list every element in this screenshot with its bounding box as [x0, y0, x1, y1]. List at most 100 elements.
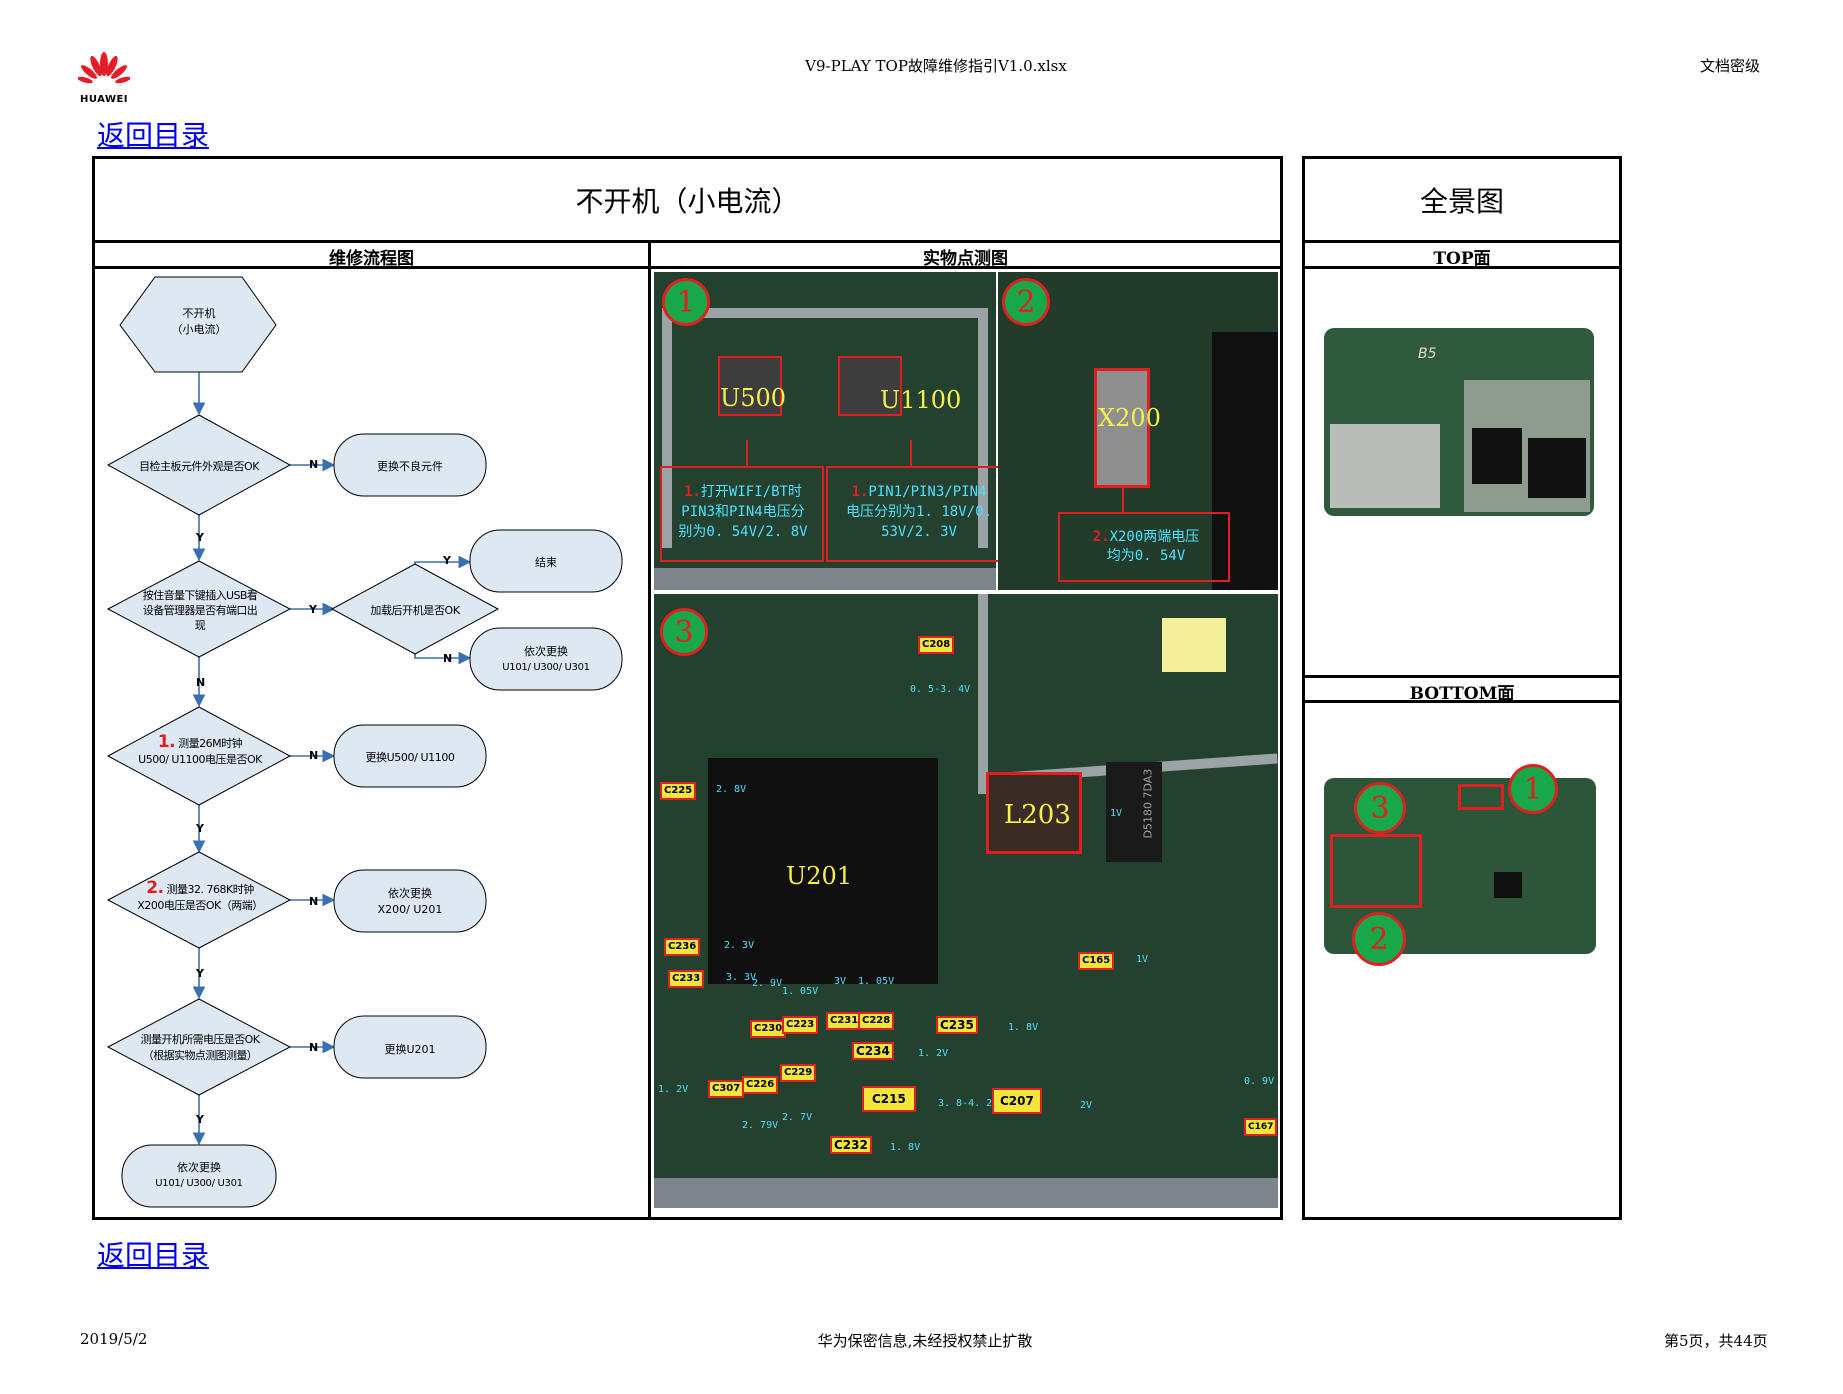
flow-a3-text: 依次更换 U101/ U300/ U301 [470, 644, 622, 676]
voltage-c228: 1. 05V [858, 976, 895, 987]
flow-q5-line2: X200电压是否OK（两端） [137, 899, 263, 912]
back-to-toc-link-bottom[interactable]: 返回目录 [97, 1239, 210, 1272]
ic-u201 [708, 758, 938, 984]
divider [648, 240, 651, 1220]
flow-a4-text: 更换U500/ U1100 [365, 751, 455, 764]
pcb-photo-2 [998, 272, 1278, 590]
component-label-c235: C235 [936, 1016, 978, 1034]
flow-label-y: Y [196, 967, 204, 980]
flow-end-node [469, 529, 623, 593]
component-label-c307: C307 [708, 1080, 745, 1098]
component-label-c207: C207 [992, 1088, 1042, 1114]
shield-frame [662, 308, 988, 548]
bottom-marker-1: 1 [1508, 764, 1558, 814]
pcb-photo-3 [654, 594, 1278, 1208]
note-2-line1: PIN1/PIN3/PIN4 [868, 484, 987, 500]
flow-process-5 [333, 869, 487, 933]
pcb-photo-1 [654, 272, 996, 590]
flow-process-6 [333, 1015, 487, 1079]
top-board-photo: B5 [1324, 328, 1594, 516]
voltage-c215: 3. 8-4. 2V [938, 1098, 999, 1109]
shield-bar [654, 568, 996, 590]
component-label-c225: C225 [660, 782, 697, 800]
bottom-board-region [1458, 784, 1504, 810]
voltage-c226: 2. 79V [742, 1120, 779, 1131]
voltage-c234: 1. 2V [918, 1048, 949, 1059]
voltage-c165: 1V [1136, 954, 1149, 965]
flow-q2-line1: 按住音量下键插入USB看 [142, 589, 258, 602]
flow-q5-line1: 测量32. 768K时钟 [166, 883, 255, 896]
chip-u500 [718, 356, 782, 416]
bottom-marker-3: 3 [1354, 782, 1406, 834]
top-board-chip [1528, 438, 1586, 498]
photo-header: 实物点测图 [923, 249, 1008, 269]
note-1-text: 1.打开WIFI/BT时 PIN3和PIN4电压分 别为0. 54V/2. 8V [664, 482, 822, 542]
component-label-c226: C226 [742, 1076, 779, 1094]
flow-q3-text: 加载后开机是否OK [370, 604, 460, 617]
component-label-c165: C165 [1078, 952, 1115, 970]
flow-label-y: Y [443, 554, 451, 567]
d5180-chip-text: D5180 7DA3 [1141, 768, 1155, 839]
flow-q2-line3: 现 [194, 619, 206, 632]
flow-decision-3 [330, 563, 500, 655]
flow-q4-line1: 测量26M时钟 [178, 737, 243, 750]
crystal-x200 [1094, 368, 1150, 488]
back-to-toc-link-top[interactable]: 返回目录 [97, 119, 210, 152]
ic-d5180 [1106, 762, 1162, 862]
component-label-c236: C236 [664, 938, 701, 956]
flow-q6-text: 测量开机所需电压是否OK （根据实物点测图测量） [112, 1032, 288, 1064]
flow-decision-4 [106, 706, 292, 806]
footer-date: 2019/5/2 [80, 1330, 148, 1348]
voltage-c223: 1. 05V [782, 986, 819, 997]
flow-end-text: 结束 [535, 556, 557, 569]
component-label-c215: C215 [862, 1086, 916, 1112]
flow-header: 维修流程图 [329, 249, 414, 269]
flow-a5-text: 依次更换 X200/ U201 [334, 886, 486, 918]
voltage-c307: 1. 2V [658, 1084, 689, 1095]
marker-circle-3: 3 [660, 608, 708, 656]
flow-a7-line2: U101/ U300/ U301 [155, 1178, 243, 1189]
flow-step-number-2: 2. [146, 878, 164, 898]
flow-a7-text: 依次更换 U101/ U300/ U301 [122, 1160, 276, 1192]
flow-label-n: N [309, 1041, 319, 1054]
flow-a6-text: 更换U201 [384, 1043, 436, 1056]
flow-a3-line2: U101/ U300/ U301 [502, 662, 590, 673]
divider [1302, 266, 1622, 269]
divider [92, 240, 1283, 243]
note-1-line3: 别为0. 54V/2. 8V [678, 524, 808, 540]
flow-q6-line1: 测量开机所需电压是否OK [140, 1033, 260, 1046]
component-label-c228: C228 [858, 1012, 895, 1030]
note-1-marker: 1. [684, 484, 701, 500]
flow-q6-line2: （根据实物点测图测量） [142, 1049, 258, 1062]
flow-a1-text: 更换不良元件 [377, 460, 443, 473]
bottom-board-region [1330, 834, 1422, 908]
footer-page: 第5页，共44页 [1664, 1332, 1768, 1350]
component-label-c232: C232 [830, 1136, 872, 1154]
voltage-c207: 2V [1080, 1100, 1093, 1111]
x200-label: X200 [1098, 404, 1161, 432]
u201-label: U201 [786, 862, 853, 890]
flow-process-7 [121, 1144, 277, 1208]
shield-bar [654, 1178, 1278, 1208]
bottom-marker-2: 2 [1352, 912, 1406, 966]
flow-q4-text: 1. 测量26M时钟 U500/ U1100电压是否OK [112, 734, 288, 768]
component-label-c231: C231 [826, 1012, 863, 1030]
note-2-line3: 53V/2. 3V [881, 524, 957, 540]
note-box-x200 [1058, 512, 1230, 582]
voltage-c167: 0. 9V [1244, 1076, 1275, 1087]
huawei-logo: HUAWEI [77, 52, 131, 105]
component-label-c167: C167 [1244, 1118, 1278, 1136]
divider [1302, 700, 1622, 703]
divider [92, 266, 1283, 269]
flow-start-text: 不开机 （小电流） [120, 306, 278, 338]
voltage-c229: 2. 7V [782, 1112, 813, 1123]
repair-flowchart [106, 276, 623, 1208]
voltage-c232: 1. 8V [890, 1142, 921, 1153]
note-2-text: 1.PIN1/PIN3/PIN4 电压分别为1. 18V/0. 53V/2. 3… [830, 482, 1008, 542]
flow-label-n: N [309, 749, 319, 762]
flow-q2-text: 按住音量下键插入USB看 设备管理器是否有端口出 现 [112, 588, 288, 633]
overview-title: 全景图 [1419, 185, 1504, 218]
note-2-marker: 1. [851, 484, 869, 500]
component-label-c229: C229 [780, 1064, 817, 1082]
note-box-1 [660, 466, 824, 562]
